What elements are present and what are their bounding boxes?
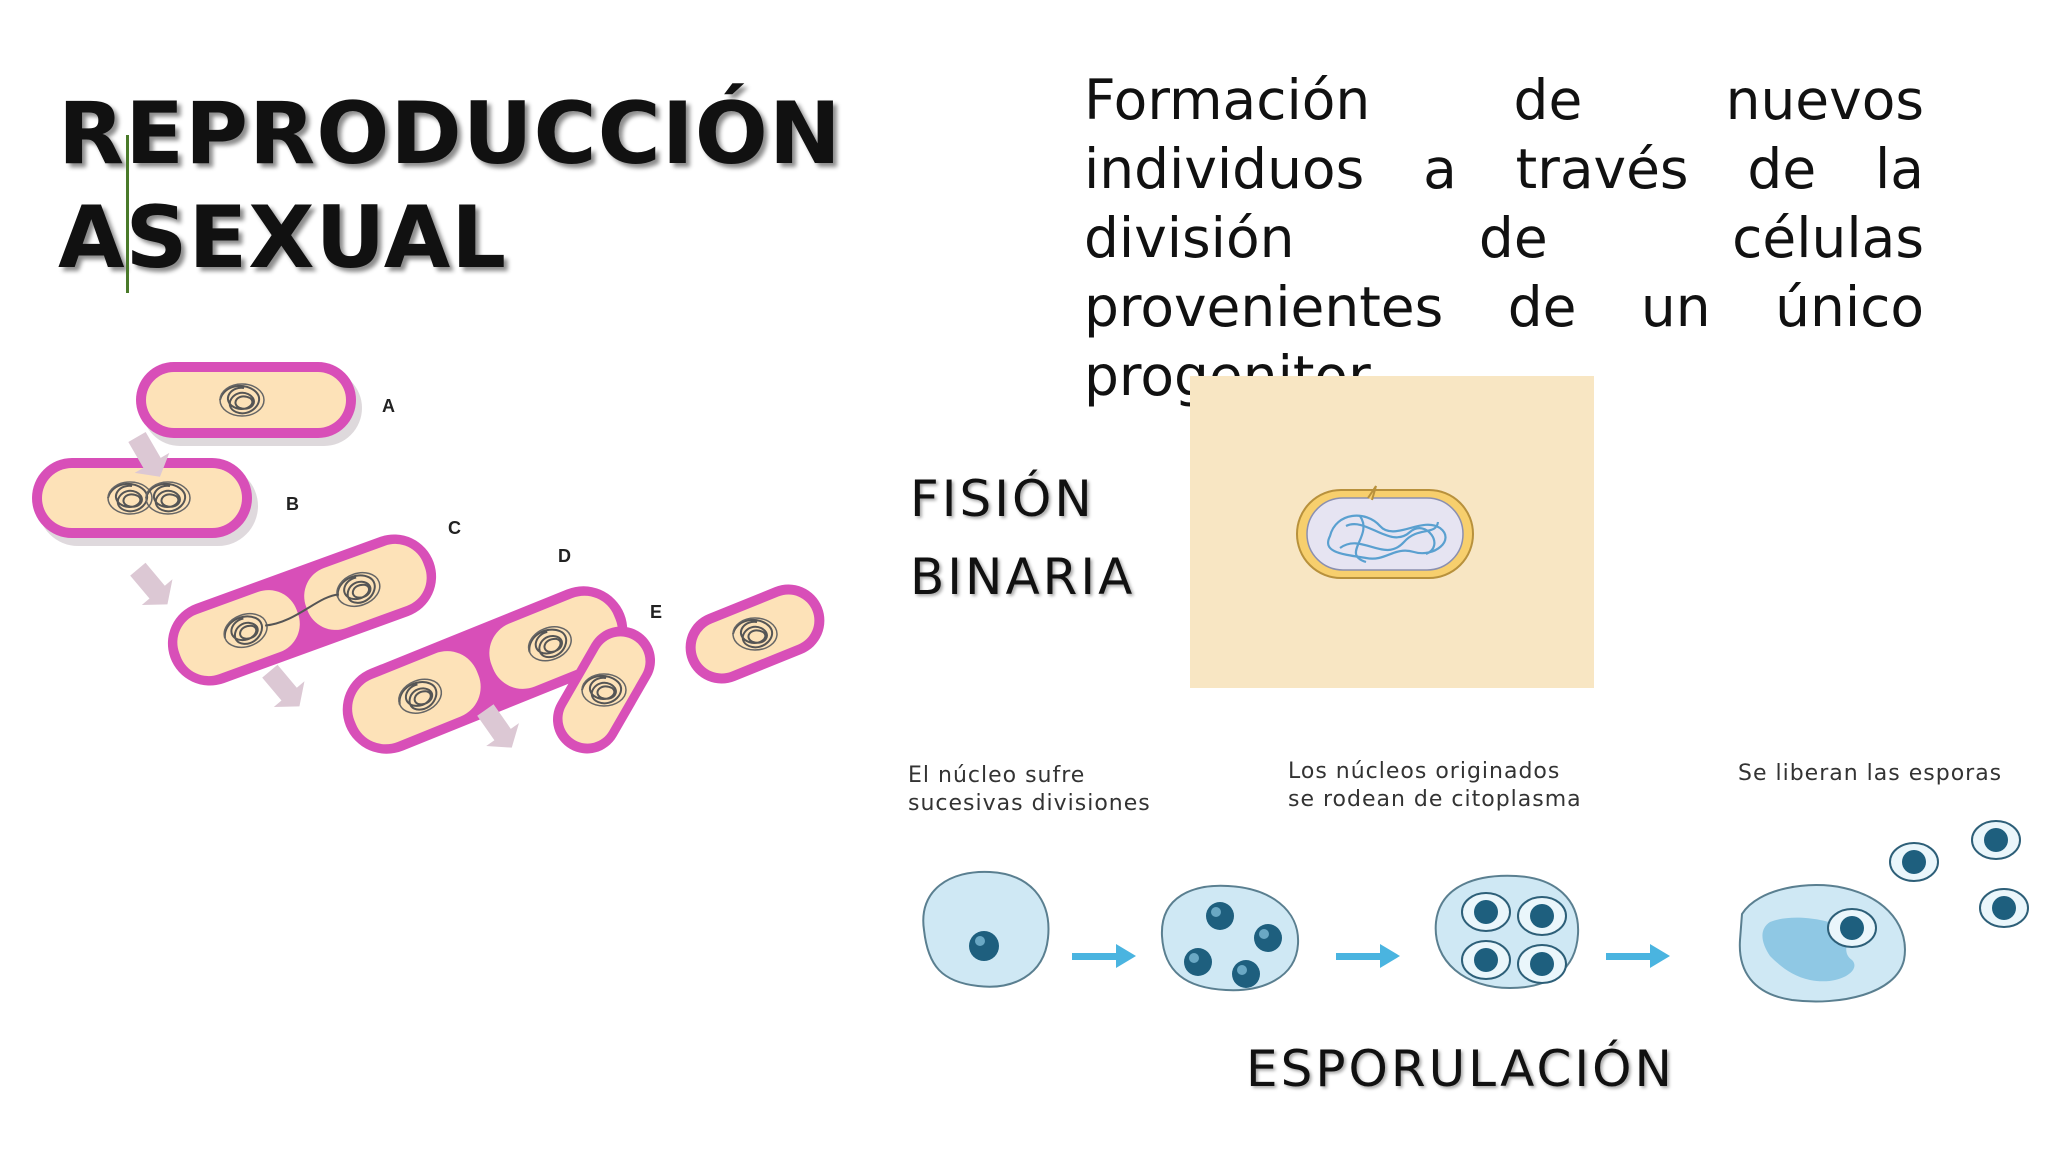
stage-label-a: A [382,396,395,416]
arrow-1 [1072,944,1136,968]
spore-stage-1 [922,870,1050,988]
caption-1-line-1: El núcleo sufre [908,763,1086,788]
caption-2-line-1: Los núcleos originados [1288,759,1561,784]
bacterium-d [342,586,628,754]
spore-stage-3 [1434,874,1580,990]
stage-label-b: B [286,494,299,514]
spore-stage-4 [1738,884,1906,1003]
bacterium-e-2 [685,584,825,684]
esporulacion-label: ESPORULACIÓN [1246,1040,1675,1098]
sporulation-caption-2: Los núcleos originados se rodean de cito… [1288,758,1608,814]
bacterium-b [32,458,252,538]
bacteria-division-diagram: A B C D E [32,362,825,754]
title-line-2: ASEXUAL [58,188,508,288]
arrow-3 [1606,944,1670,968]
fision-binaria-label: FISIÓN BINARIA [910,460,1135,616]
released-spores [1889,820,2029,928]
fision-label-line-1: FISIÓN [910,470,1095,528]
sporulation-caption-3: Se liberan las esporas [1738,760,2038,788]
esporulacion-diagram [922,820,2029,1003]
caption-3-line-1: Se liberan las esporas [1738,761,2003,786]
arrow-2 [1336,944,1400,968]
page-title: REPRODUCCIÓN ASEXUAL [58,82,842,290]
bacterium-c [167,534,437,686]
bacterium-cell-illustration [1296,485,1474,579]
text-cursor [126,135,129,293]
stage-label-c: C [448,518,461,538]
description-text: Formación de nuevos individuos a través … [1084,68,1924,408]
caption-1-line-2: sucesivas divisiones [908,791,1151,816]
bacterium-a [136,362,356,438]
caption-2-line-2: se rodean de citoplasma [1288,787,1582,812]
stage-label-e: E [650,602,662,622]
dna-coil [1327,514,1447,564]
process-arrows [128,431,519,748]
spore-stage-2 [1160,884,1300,992]
fision-label-line-2: BINARIA [910,548,1136,606]
sporulation-caption-1: El núcleo sufre sucesivas divisiones [908,762,1168,818]
title-line-1: REPRODUCCIÓN [58,84,842,184]
bacterium-e-1 [553,626,655,754]
stage-label-d: D [558,546,571,566]
fision-binaria-image [1190,376,1594,688]
